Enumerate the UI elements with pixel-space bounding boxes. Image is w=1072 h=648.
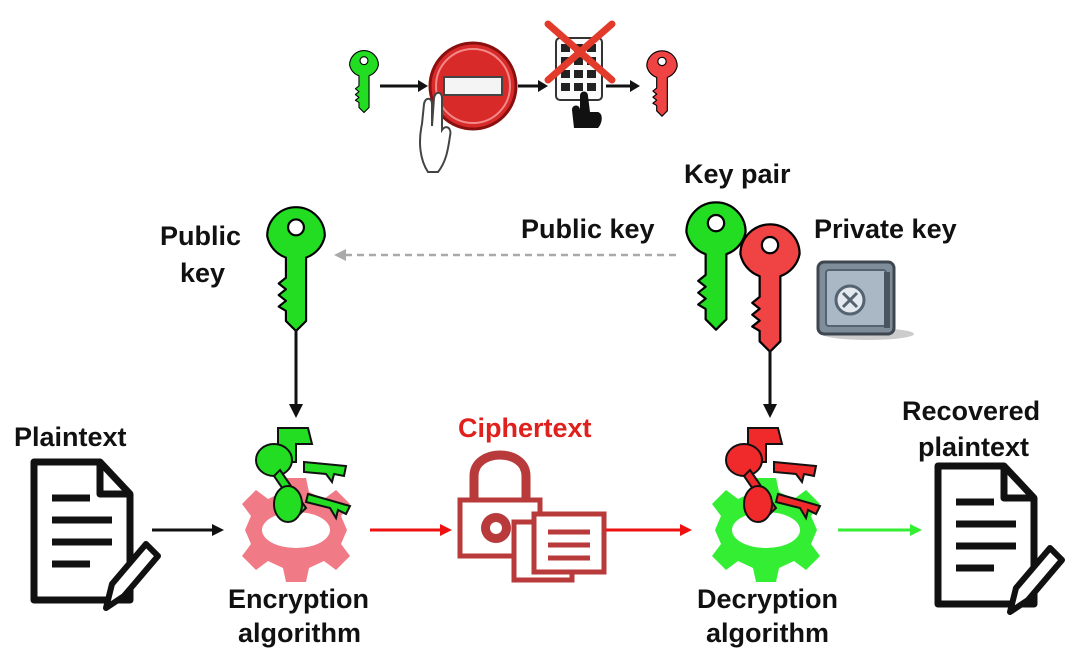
decryption-label-line1: Decryption [697, 584, 838, 614]
private-key-arrow-head [763, 404, 777, 418]
pair-green-key-icon [685, 201, 747, 331]
ciphertext-out-arrow-head [680, 524, 692, 536]
encrypt-out-arrow-head [440, 524, 452, 536]
top-arrow-head-1 [418, 80, 428, 92]
pair-red-key-icon [739, 223, 801, 353]
top-arrow-head-3 [630, 80, 640, 92]
public-key-label-line2: key [180, 258, 225, 288]
ciphertext-padlock-icon [457, 450, 607, 583]
decrypt-out-arrow-head [910, 524, 922, 536]
top-strip [349, 20, 678, 173]
red-key-icon [646, 50, 678, 117]
crossed-keypad-icon [544, 20, 616, 128]
recovered-document-icon [938, 466, 1062, 612]
encryption-label-line1: Encryption [228, 584, 369, 614]
top-arrow-head-2 [538, 80, 548, 92]
key-pair-group: Key pair Public key Private key [521, 159, 957, 353]
plaintext-arrow-head [212, 524, 224, 536]
safe-icon [816, 260, 914, 340]
plaintext-label: Plaintext [14, 422, 127, 452]
encryption-label-line2: algorithm [238, 618, 361, 648]
recovered-label-line2: plaintext [918, 432, 1029, 462]
ciphertext-label: Ciphertext [458, 413, 592, 443]
stop-sign-icon [428, 41, 518, 131]
share-arrow-head [334, 249, 346, 261]
private-key-label: Private key [814, 214, 957, 244]
public-key-icon [266, 206, 326, 333]
public-key-arrow-head [289, 404, 303, 418]
decryption-label-line2: algorithm [706, 618, 829, 648]
hand-icon [419, 91, 452, 173]
green-key-icon [349, 50, 379, 114]
plaintext-document-icon [34, 462, 158, 608]
pair-public-key-label: Public key [521, 214, 655, 244]
key-pair-label: Key pair [684, 159, 791, 189]
public-key-label-line1: Public [160, 221, 241, 251]
recovered-label-line1: Recovered [902, 396, 1040, 426]
